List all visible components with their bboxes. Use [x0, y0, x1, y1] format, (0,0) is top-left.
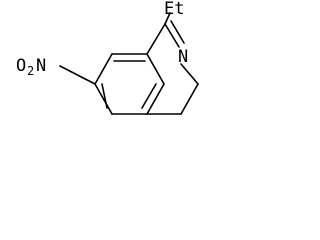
nitro-group-label: O 2 N: [16, 56, 46, 78]
ethyl-bond: [164, 12, 171, 25]
bond: [170, 20, 185, 44]
chemical-structure: Et N O 2 N: [16, 0, 199, 115]
bond: [141, 83, 157, 109]
bond: [180, 83, 199, 115]
dihydro-ring: [146, 20, 199, 115]
bond: [146, 23, 166, 55]
bond: [101, 83, 108, 109]
bond: [94, 53, 113, 85]
nitro-nitrogen-letter: N: [36, 56, 46, 76]
benzene-ring: [94, 53, 165, 115]
bond: [94, 83, 113, 115]
nitro-oxygen-letter: O: [16, 56, 26, 76]
nitro-subscript: 2: [27, 64, 34, 78]
ethyl-label: Et: [164, 0, 184, 19]
nitro-bond: [59, 65, 96, 85]
nitrogen-label: N: [178, 47, 188, 67]
bond: [164, 23, 180, 48]
bond: [146, 83, 165, 115]
bond: [180, 63, 199, 85]
bond: [146, 53, 165, 85]
